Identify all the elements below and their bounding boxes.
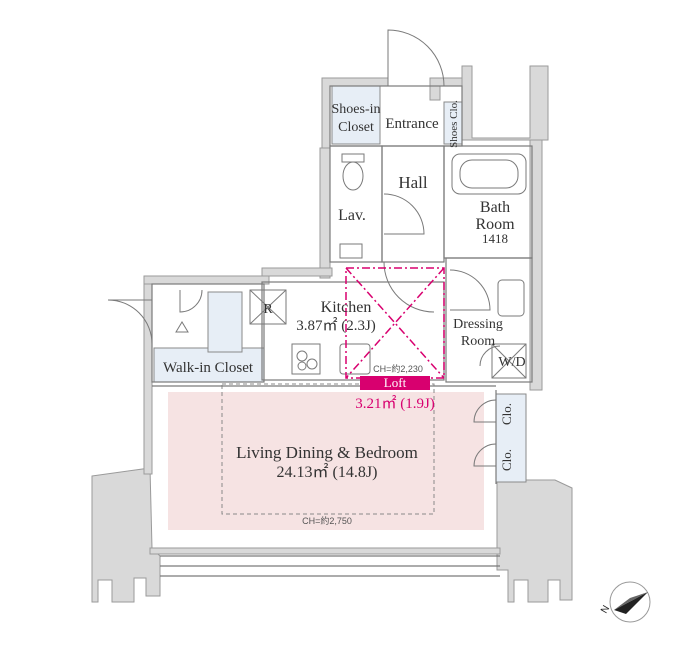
closets [153, 85, 527, 483]
closet-door-left [179, 289, 203, 313]
left-outer-wall [143, 283, 153, 475]
lav-sink [339, 243, 363, 259]
living-label: Living Dining & Bedroom [236, 443, 418, 462]
dressing-door [449, 269, 491, 311]
clo-label-1: Clo. [499, 403, 514, 425]
walkin-closet-upper [207, 291, 243, 353]
kitchen-area: 3.87㎡ (2.3J) [296, 317, 376, 334]
walkin-label: Walk-in Closet [163, 360, 254, 376]
clo-right [495, 393, 527, 483]
compass-north-label: N [599, 604, 612, 616]
toilet-tank [341, 153, 365, 163]
living-ceiling-height: CH=約2,750 [302, 515, 352, 526]
hall-door [383, 193, 425, 235]
closet-triangle-icon [175, 321, 189, 333]
shoes-in-closet-area [331, 85, 381, 145]
wd-label: W/D [498, 355, 525, 370]
shoes-clo-label: Shoes Clo. [448, 100, 460, 148]
kitchen-door [383, 261, 435, 313]
fridge [249, 289, 287, 325]
kitchen-label: Kitchen [321, 299, 372, 316]
loft-ceiling-height: CH=約2,230 [373, 363, 423, 374]
hall-label: Hall [398, 173, 428, 192]
kitchen-top-wall [261, 267, 333, 277]
left-column [91, 467, 161, 603]
clo-label-2: Clo. [499, 449, 514, 471]
bathtub-inner [459, 159, 519, 189]
loft-area: 3.21㎡ (1.9J) [355, 395, 435, 412]
partitions [151, 85, 533, 577]
structure-walls [91, 65, 573, 603]
dressing-label-2: Room [461, 334, 495, 349]
bath-label-3: 1418 [482, 231, 508, 246]
compass-icon: N [599, 581, 651, 623]
fixtures [175, 153, 527, 379]
dressing-label-1: Dressing [453, 317, 503, 332]
right-wall [529, 139, 543, 391]
clo-door-2 [473, 443, 497, 467]
walkin-top-wall [143, 275, 270, 285]
bathtub [451, 153, 527, 195]
doors [107, 29, 501, 467]
entrance-label: Entrance [385, 116, 439, 132]
kitchen-sink [339, 343, 371, 375]
loft-label: Loft [384, 375, 407, 390]
toilet-bowl [342, 161, 364, 191]
stove [291, 343, 321, 375]
walkin-door [107, 299, 153, 345]
washer [491, 343, 527, 379]
entrance-door [387, 29, 445, 87]
clo-door-1 [473, 399, 497, 423]
bath-label-1: Bath [480, 199, 510, 216]
living-floor [168, 392, 484, 530]
loft-dashed-outline [221, 383, 435, 515]
wd-door [479, 345, 501, 367]
dressing-basin [497, 279, 525, 317]
lav-left-wall [319, 147, 331, 279]
bottom-wall [149, 547, 501, 555]
bath-label-2: Room [475, 216, 515, 233]
loft-badge [360, 376, 430, 390]
fridge-label: R [263, 302, 273, 317]
lav-label: Lav. [338, 207, 366, 224]
top-wall-2 [429, 77, 463, 101]
shoes-in-closet-label-2: Closet [338, 120, 374, 135]
living-area: 24.13㎡ (14.8J) [277, 463, 378, 481]
shoes-in-closet-label-1: Shoes-in [332, 102, 381, 117]
right-column [496, 479, 573, 603]
